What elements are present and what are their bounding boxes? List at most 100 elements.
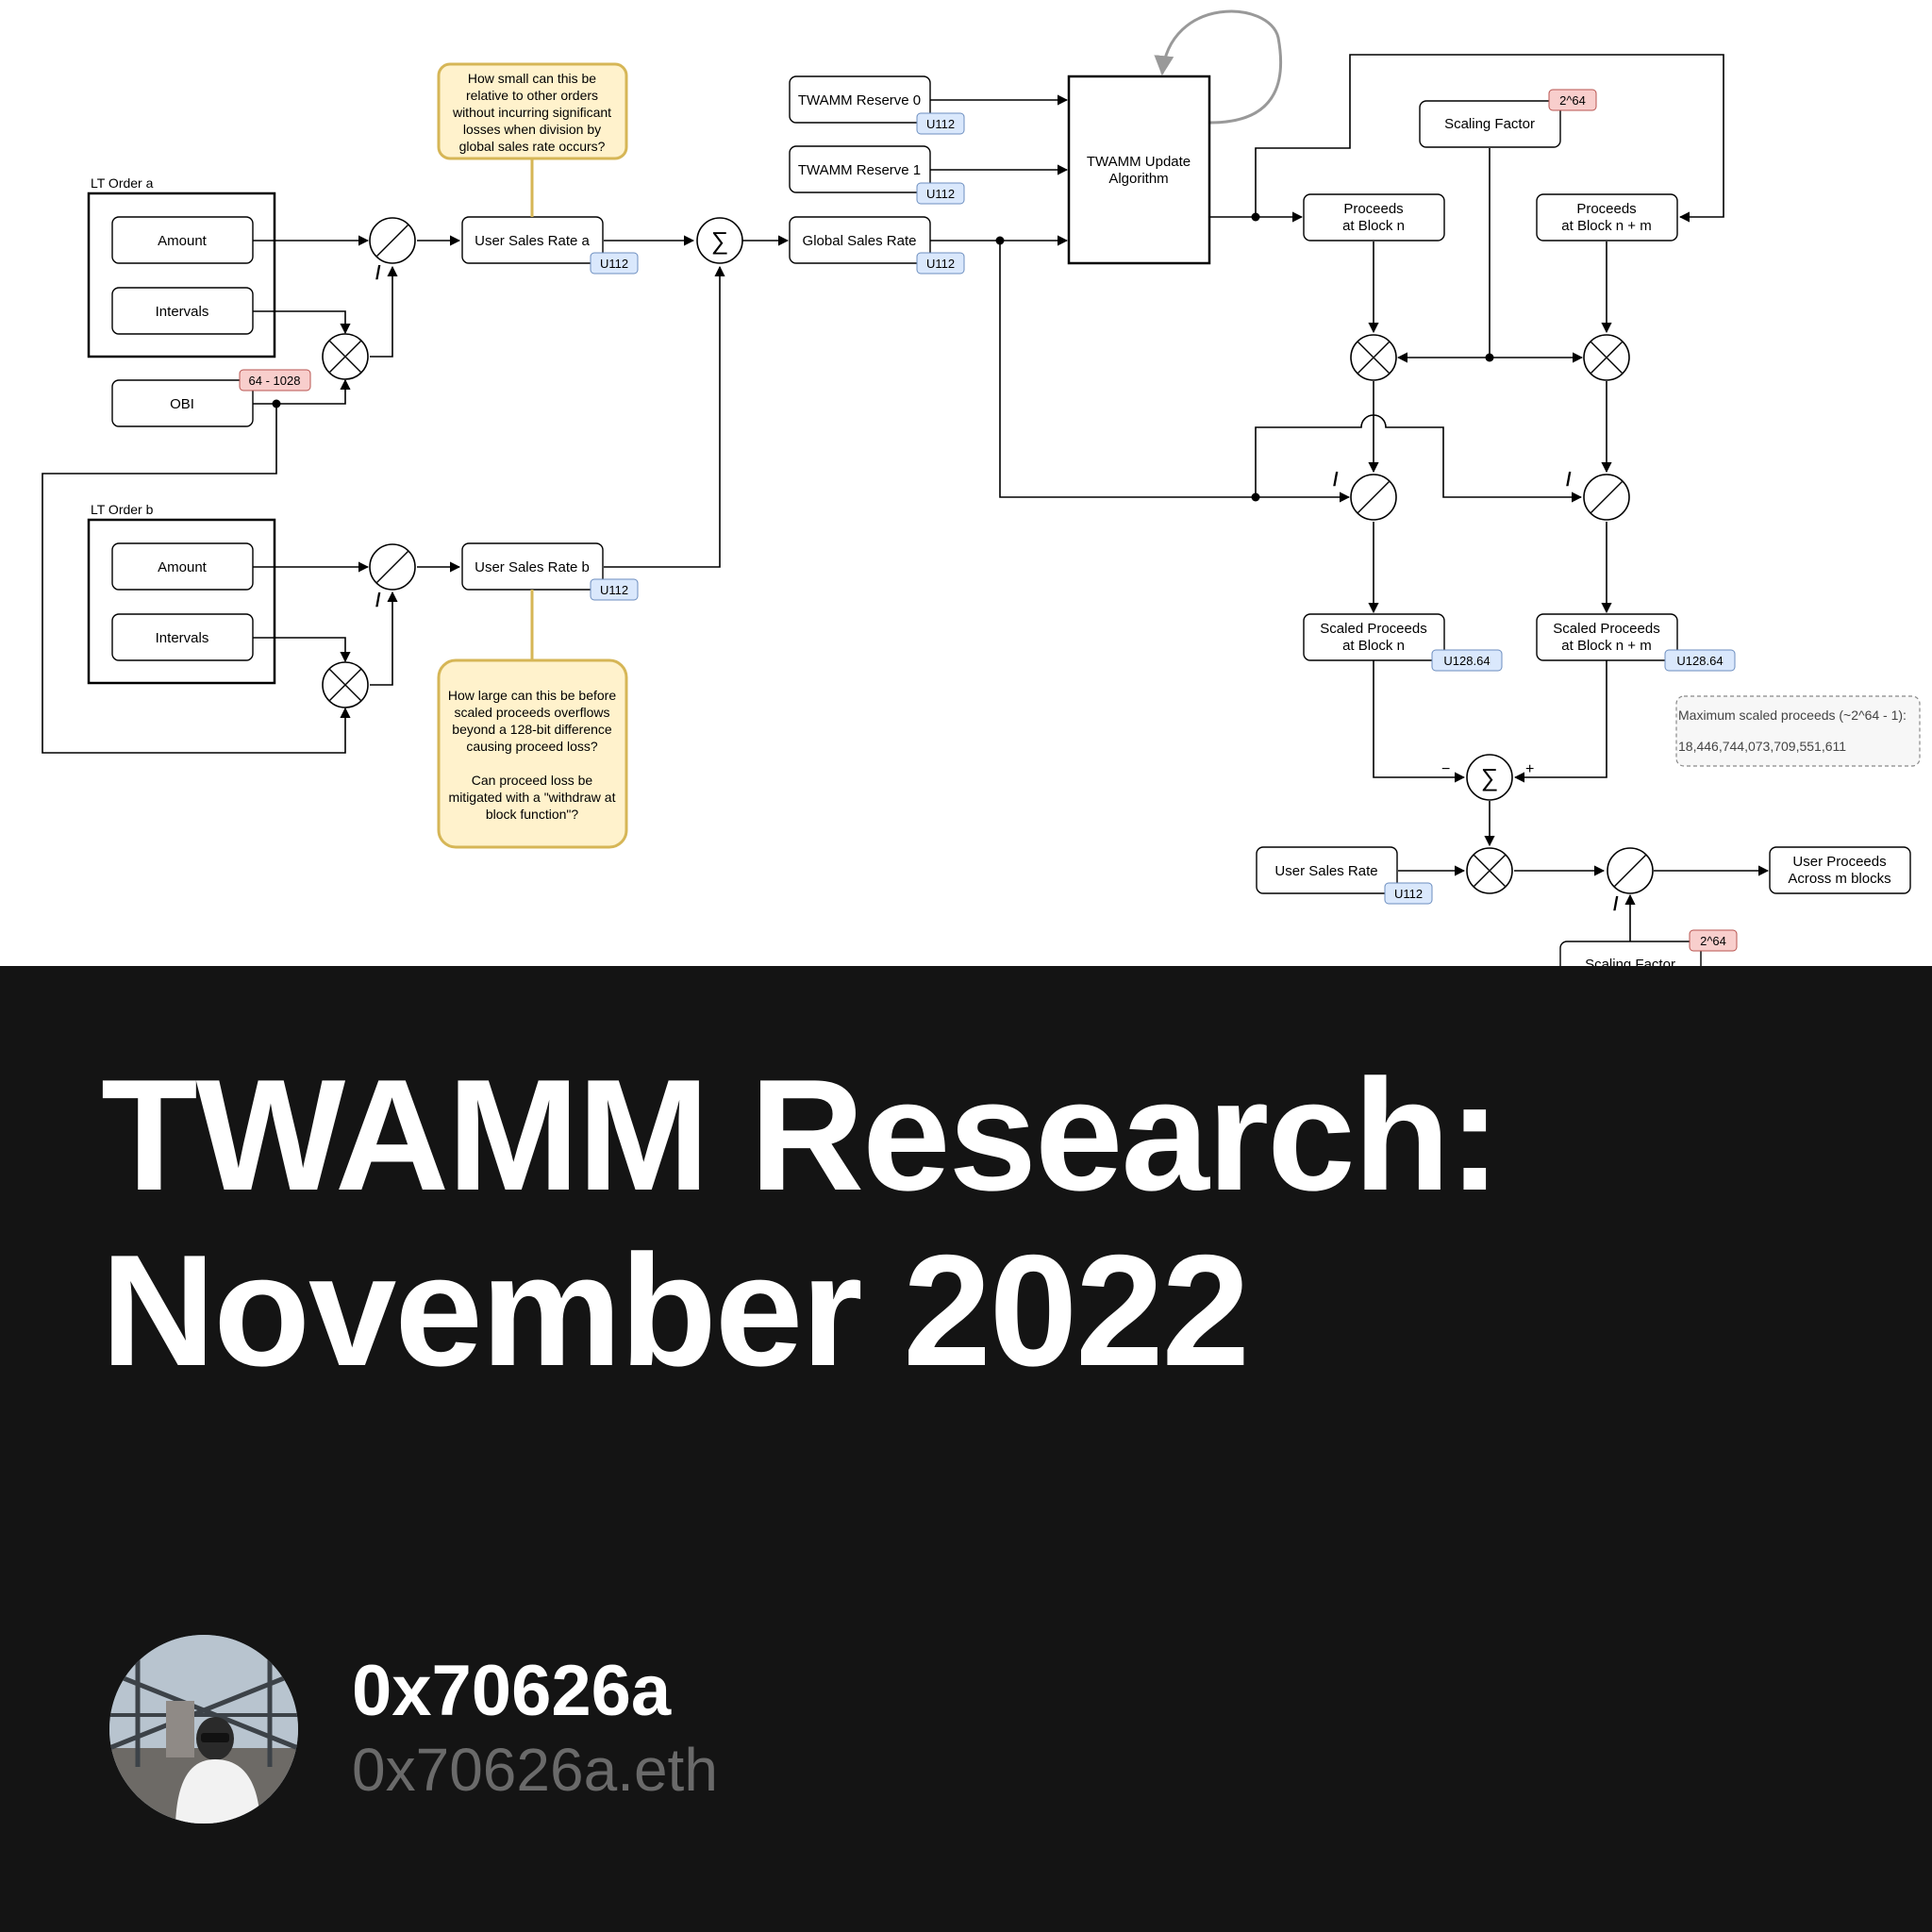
avatar[interactable]: [109, 1635, 298, 1824]
global-sales-rate-label: Global Sales Rate: [803, 233, 917, 249]
scaling-factor-bottom-label: Scaling Factor: [1585, 957, 1675, 966]
u128-tag-label: U128.64: [1443, 654, 1490, 668]
multiply-operator-icon: [1350, 334, 1397, 381]
obi-box: [111, 379, 254, 427]
amount-b-box: [111, 542, 254, 591]
note-bottom-line: beyond a 128-bit difference: [452, 722, 612, 737]
user-sales-rate-box: [1256, 846, 1398, 894]
scaling-factor-tag: [1689, 929, 1738, 952]
u112-tag-label: U112: [926, 117, 955, 131]
u112-tag: [916, 182, 965, 205]
multiply-operator-icon: [322, 333, 369, 380]
multiply-operator-icon: [1583, 334, 1630, 381]
twamm-update-label-2: Algorithm: [1108, 171, 1168, 187]
divide-operator-icon: [1607, 847, 1654, 894]
lt-order-a-group: [87, 192, 276, 358]
divide-operator-icon: [1350, 474, 1397, 521]
u112-tag-label: U112: [926, 257, 955, 271]
minus-sign: −: [1441, 761, 1450, 777]
obi-range-tag-label: 64 - 1028: [249, 374, 301, 388]
post-title-line-2: November 2022: [101, 1222, 1250, 1399]
note-top-line: How small can this be: [468, 71, 596, 86]
divisor-mark: /: [1613, 894, 1619, 915]
obi-label: OBI: [170, 396, 194, 412]
lt-order-a-label: LT Order a: [91, 175, 154, 191]
intervals-a-label: Intervals: [156, 304, 209, 320]
user-sales-rate-b-label: User Sales Rate b: [475, 559, 590, 575]
scaled-proceeds-block-n-m-label-2: at Block n + m: [1561, 638, 1651, 654]
author-handle[interactable]: 0x70626a.eth: [352, 1736, 718, 1804]
twamm-update-label-1: TWAMM Update: [1087, 154, 1191, 170]
max-note-line-1: Maximum scaled proceeds (~2^64 - 1):: [1678, 708, 1907, 723]
u112-tag-label: U112: [600, 583, 628, 597]
diagram-panel: LT Order a LT Order b Amount Intervals O…: [0, 0, 1932, 966]
scaling-factor-tag: [1548, 89, 1597, 111]
scaling-factor-tag-label: 2^64: [1559, 93, 1586, 108]
user-proceeds-box: [1769, 846, 1911, 894]
scaled-proceeds-block-n-m-label-1: Scaled Proceeds: [1553, 621, 1659, 637]
twamm-reserve-0-label: TWAMM Reserve 0: [798, 92, 921, 108]
u112-tag: [916, 252, 965, 275]
plus-sign: +: [1525, 761, 1534, 777]
proceeds-block-n-m-box: [1536, 193, 1678, 242]
user-sales-rate-label: User Sales Rate: [1274, 863, 1377, 879]
avatar-photo: [109, 1635, 298, 1824]
proceeds-block-n-box: [1303, 193, 1445, 242]
scaling-factor-bottom-box: [1559, 941, 1702, 966]
twamm-reserve-1-label: TWAMM Reserve 1: [798, 162, 921, 178]
divisor-mark: /: [375, 263, 381, 284]
divide-operator-icon: [369, 217, 416, 264]
note-top-line: global sales rate occurs?: [459, 139, 606, 154]
proceeds-block-n-m-label-1: Proceeds: [1576, 201, 1636, 217]
intervals-a-box: [111, 287, 254, 335]
note-bottom-line: Can proceed loss be: [472, 773, 593, 788]
intervals-b-box: [111, 613, 254, 661]
note-bottom-line: causing proceed loss?: [466, 739, 598, 754]
post-title: TWAMM Research: November 2022: [101, 1047, 1874, 1398]
note-top-line: without incurring significant: [452, 105, 611, 120]
u112-tag: [916, 112, 965, 135]
sum-symbol: ∑: [711, 226, 729, 255]
twamm-reserve-0-box: [789, 75, 931, 124]
post-title-line-1: TWAMM Research:: [101, 1046, 1501, 1224]
user-proceeds-label-1: User Proceeds: [1792, 854, 1886, 870]
obi-range-tag: [239, 369, 311, 391]
scaling-factor-top-label: Scaling Factor: [1444, 116, 1535, 132]
note-bottom-line: mitigated with a "withdraw at: [449, 790, 616, 805]
author-name[interactable]: 0x70626a: [352, 1651, 672, 1731]
note-bottom-line: scaled proceeds overflows: [455, 705, 610, 720]
divisor-mark: /: [1566, 470, 1572, 491]
junction-dots: [272, 212, 1494, 502]
u128-tag-label: U128.64: [1676, 654, 1723, 668]
proceeds-block-n-m-label-2: at Block n + m: [1561, 218, 1651, 234]
note-bottom-line: block function"?: [486, 807, 579, 822]
u112-tag-label: U112: [1394, 887, 1423, 901]
sales-rate-question-note: [437, 62, 628, 160]
amount-b-label: Amount: [158, 559, 208, 575]
u112-tag: [590, 252, 639, 275]
intervals-b-label: Intervals: [156, 630, 209, 646]
note-top-line: relative to other orders: [466, 88, 598, 103]
max-scaled-proceeds-note: [1675, 695, 1921, 767]
lt-order-b-label: LT Order b: [91, 502, 154, 517]
connector-lines: [42, 54, 1770, 943]
u112-tag: [1384, 882, 1433, 905]
scaled-proceeds-block-n-label-1: Scaled Proceeds: [1320, 621, 1426, 637]
twamm-update-algorithm-box: [1067, 75, 1211, 265]
scaled-proceeds-block-n-m-box: [1536, 613, 1678, 661]
divisor-mark: /: [1333, 470, 1339, 491]
lt-order-b-group: [87, 518, 276, 685]
u112-tag: [590, 578, 639, 601]
multiply-operator-icon: [322, 661, 369, 708]
scaling-factor-tag-label: 2^64: [1700, 934, 1726, 948]
divisor-mark: /: [375, 591, 381, 611]
proceeds-block-n-label-1: Proceeds: [1343, 201, 1403, 217]
u112-tag-label: U112: [926, 187, 955, 201]
note-bottom-line: How large can this be before: [448, 688, 616, 703]
proceeds-block-n-label-2: at Block n: [1342, 218, 1405, 234]
user-sales-rate-a-label: User Sales Rate a: [475, 233, 590, 249]
divide-operator-icon: [1583, 474, 1630, 521]
user-proceeds-label-2: Across m blocks: [1788, 871, 1890, 887]
max-note-line-2: 18,446,744,073,709,551,611: [1678, 739, 1846, 754]
block-diagram: LT Order a LT Order b Amount Intervals O…: [42, 9, 1921, 966]
